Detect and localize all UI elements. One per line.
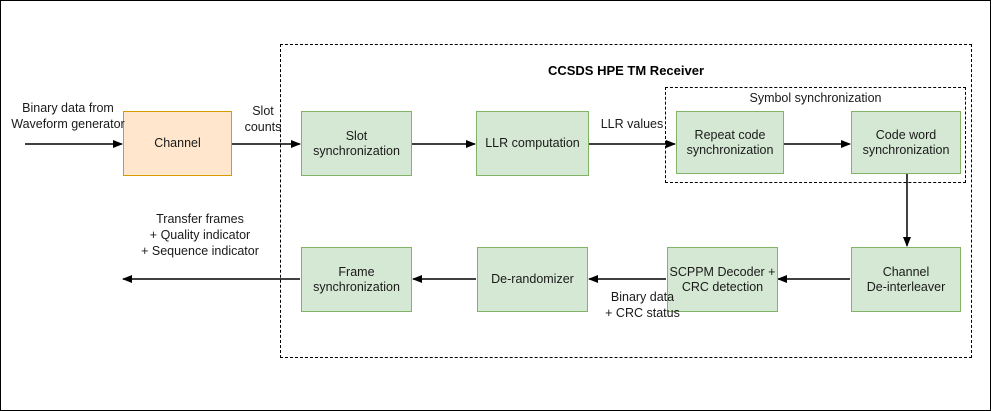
node-slot-synchronization[interactable]: Slot synchronization [301,111,412,176]
edge-label-binary-data-crc-status: Binary data + CRC status [605,290,680,320]
node-repeat-code-synchronization[interactable]: Repeat code synchronization [676,111,784,174]
symbol-synchronization-title: Symbol synchronization [749,91,882,105]
node-de-randomizer[interactable]: De-randomizer [477,247,588,312]
receiver-title: CCSDS HPE TM Receiver [547,63,705,78]
receiver-boundary-box [280,44,972,358]
node-frame-synchronization[interactable]: Frame synchronization [301,247,412,312]
node-channel-de-interleaver[interactable]: Channel De-interleaver [851,247,961,312]
edge-label-output: Transfer frames + Quality indicator + Se… [141,212,259,258]
edge-label-slot-counts: Slot counts [244,104,282,134]
edge-label-llr-values: LLR values [600,117,664,131]
symbol-synchronization-group-box [665,87,966,183]
node-channel[interactable]: Channel [123,111,232,176]
edge-label-input: Binary data from Waveform generator [11,101,125,131]
node-scppm-decoder[interactable]: SCPPM Decoder + CRC detection [667,247,778,312]
node-code-word-synchronization[interactable]: Code word synchronization [851,111,961,174]
node-llr-computation[interactable]: LLR computation [476,111,589,176]
